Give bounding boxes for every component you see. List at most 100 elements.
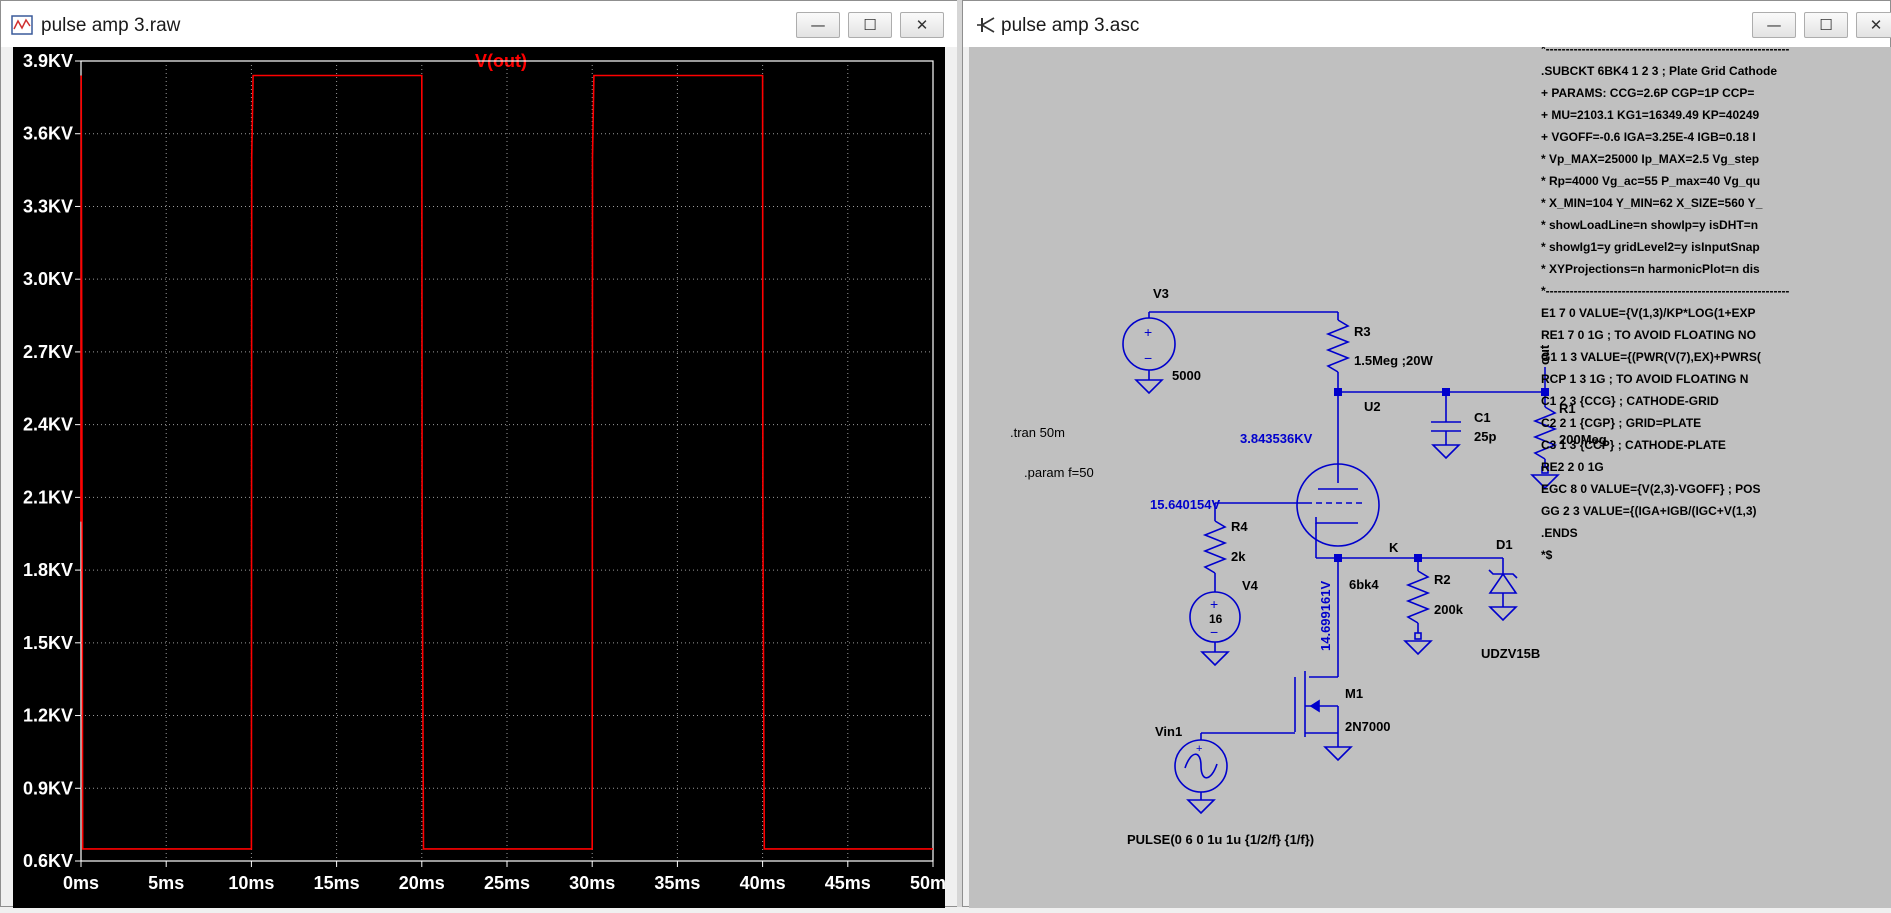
u2-label[interactable]: U2 xyxy=(1364,399,1381,414)
netlist-line[interactable]: C3 1 3 {CCP} ; CATHODE-PLATE xyxy=(1541,438,1726,452)
y-tick-label: 1.2KV xyxy=(23,706,73,726)
m1-arrow xyxy=(1309,699,1320,713)
netlist-line[interactable]: *---------------------------------------… xyxy=(1541,284,1789,298)
netlist-line[interactable]: * Vp_MAX=25000 Ip_MAX=2.5 Vg_step xyxy=(1541,152,1759,166)
r3-label[interactable]: R3 xyxy=(1354,324,1371,339)
v3-value[interactable]: 5000 xyxy=(1172,368,1201,383)
x-tick-label: 20ms xyxy=(399,873,445,893)
netlist-line[interactable]: E1 7 0 VALUE={V(1,3)/KP*LOG(1+EXP xyxy=(1541,306,1756,320)
netlist-line[interactable]: GG 2 3 VALUE={(IGA+IGB/(IGC+V(1,3) xyxy=(1541,504,1757,518)
pulse-source-spec[interactable]: PULSE(0 6 0 1u 1u {1/2/f} {1/f}) xyxy=(1127,832,1314,847)
netlist-line[interactable]: .SUBCKT 6BK4 1 2 3 ; Plate Grid Cathode xyxy=(1541,64,1777,78)
netlist-line[interactable]: * XYProjections=n harmonicPlot=n dis xyxy=(1541,262,1760,276)
y-tick-label: 1.8KV xyxy=(23,560,73,580)
r2-resistor-symbol[interactable] xyxy=(1405,570,1431,624)
c1-value[interactable]: 25p xyxy=(1474,429,1496,444)
x-tick-label: 10ms xyxy=(228,873,274,893)
ground-symbol xyxy=(1134,379,1164,395)
netlist-line[interactable]: * X_MIN=104 Y_MIN=62 X_SIZE=560 Y_ xyxy=(1541,196,1763,210)
schematic-app-icon xyxy=(977,17,995,33)
schematic-close-button[interactable]: ✕ xyxy=(1856,12,1891,38)
y-tick-label: 2.4KV xyxy=(23,415,73,435)
netlist-line[interactable]: .ENDS xyxy=(1541,526,1578,540)
schematic-minimize-button[interactable]: — xyxy=(1752,12,1796,38)
r4-label[interactable]: R4 xyxy=(1231,519,1248,534)
ground-symbol xyxy=(1431,444,1461,460)
d1-zener-symbol[interactable] xyxy=(1488,572,1518,594)
vin1-label[interactable]: Vin1 xyxy=(1155,724,1182,739)
netlist-line[interactable]: C2 2 1 {CGP} ; GRID=PLATE xyxy=(1541,416,1701,430)
waveform-app-icon xyxy=(11,15,33,35)
v3-label[interactable]: V3 xyxy=(1153,286,1169,301)
netlist-line[interactable]: RCP 1 3 1G ; TO AVOID FLOATING N xyxy=(1541,372,1748,386)
ground-symbol xyxy=(1530,474,1560,490)
v4-value[interactable]: 16 xyxy=(1209,612,1223,626)
plus-sign: + xyxy=(1196,743,1202,755)
r2-value[interactable]: 200k xyxy=(1434,602,1464,617)
y-tick-label: 3.0KV xyxy=(23,269,73,289)
m1-value[interactable]: 2N7000 xyxy=(1345,719,1391,734)
waveform-titlebar[interactable]: pulse amp 3.raw — ☐ ✕ xyxy=(1,1,957,47)
plate-voltage-readout: 3.843536KV xyxy=(1240,431,1313,446)
ground-symbol xyxy=(1186,799,1216,815)
y-tick-label: 3.9KV xyxy=(23,51,73,71)
subckt-netlist-text[interactable]: *---------------------------------------… xyxy=(1541,47,1789,562)
netlist-line[interactable]: G1 1 3 VALUE={(PWR(V(7),EX)+PWRS( xyxy=(1541,350,1761,364)
ground-symbol xyxy=(1323,746,1353,762)
r3-value[interactable]: 1.5Meg ;20W xyxy=(1354,353,1433,368)
netlist-line[interactable]: + PARAMS: CCG=2.6P CGP=1P CCP= xyxy=(1541,86,1754,100)
minus-sign: − xyxy=(1144,350,1152,366)
netlist-line[interactable]: + MU=2103.1 KG1=16349.49 KP=40249 xyxy=(1541,108,1759,122)
y-tick-label: 0.6KV xyxy=(23,851,73,871)
r1-resistor-symbol[interactable] xyxy=(1532,406,1558,460)
d1-label[interactable]: D1 xyxy=(1496,537,1513,552)
netlist-line[interactable]: C1 2 3 {CCG} ; CATHODE-GRID xyxy=(1541,394,1719,408)
m1-label[interactable]: M1 xyxy=(1345,686,1363,701)
junction-dot xyxy=(1414,554,1422,562)
r3-resistor-symbol[interactable] xyxy=(1325,319,1351,373)
r1-label[interactable]: R1 xyxy=(1559,401,1576,416)
y-tick-label: 2.1KV xyxy=(23,487,73,507)
tube-model-label[interactable]: 6bk4 xyxy=(1349,577,1379,592)
schematic-canvas[interactable]: + − + − + V3 5000 R3 1.5Meg ;20W U2 xyxy=(969,47,1891,908)
schematic-maximize-button[interactable]: ☐ xyxy=(1804,12,1848,38)
x-tick-label: 45ms xyxy=(825,873,871,893)
netlist-line[interactable]: EGC 8 0 VALUE={V(2,3)-VGOFF} ; POS xyxy=(1541,482,1761,496)
u2-tube-symbol[interactable] xyxy=(1296,463,1380,547)
k-net-label[interactable]: K xyxy=(1389,540,1399,555)
minimize-button[interactable]: — xyxy=(796,12,840,38)
maximize-button[interactable]: ☐ xyxy=(848,12,892,38)
out-net-label[interactable]: out xyxy=(1537,344,1552,365)
netlist-line[interactable]: * showLoadLine=n showIp=y isDHT=n xyxy=(1541,218,1758,232)
y-tick-label: 3.6KV xyxy=(23,124,73,144)
x-tick-label: 30ms xyxy=(569,873,615,893)
x-tick-label: 25ms xyxy=(484,873,530,893)
d1-value[interactable]: UDZV15B xyxy=(1481,646,1540,661)
series-line-vout[interactable] xyxy=(80,74,933,850)
close-button[interactable]: ✕ xyxy=(900,12,944,38)
netlist-line[interactable]: *---------------------------------------… xyxy=(1541,47,1789,56)
c1-label[interactable]: C1 xyxy=(1474,410,1491,425)
r4-resistor-symbol[interactable] xyxy=(1202,520,1228,574)
r2-label[interactable]: R2 xyxy=(1434,572,1451,587)
schematic-window: pulse amp 3.asc — ☐ ✕ xyxy=(962,0,1891,908)
plus-sign: + xyxy=(1210,596,1218,612)
r1-value[interactable]: 200Meg xyxy=(1559,432,1607,447)
schematic-titlebar[interactable]: pulse amp 3.asc — ☐ ✕ xyxy=(963,1,1891,47)
minus-sign: − xyxy=(1210,624,1218,640)
schematic-drawing[interactable]: + − + − + V3 5000 R3 1.5Meg ;20W U2 xyxy=(969,47,1891,908)
netlist-line[interactable]: * Rp=4000 Vg_ac=55 P_max=40 Vg_qu xyxy=(1541,174,1760,188)
netlist-line[interactable]: + VGOFF=-0.6 IGA=3.25E-4 IGB=0.18 I xyxy=(1541,130,1756,144)
plus-sign: + xyxy=(1144,324,1152,340)
r4-value[interactable]: 2k xyxy=(1231,549,1246,564)
tran-directive[interactable]: .tran 50m xyxy=(1010,425,1065,440)
param-directive[interactable]: .param f=50 xyxy=(1024,465,1094,480)
ground-symbol xyxy=(1488,606,1518,622)
netlist-line[interactable]: RE1 7 0 1G ; TO AVOID FLOATING NO xyxy=(1541,328,1756,342)
v4-label[interactable]: V4 xyxy=(1242,578,1259,593)
netlist-line[interactable]: *$ xyxy=(1541,548,1553,562)
netlist-line[interactable]: RE2 2 0 1G xyxy=(1541,460,1604,474)
netlist-line[interactable]: * showIg1=y gridLevel2=y isInputSnap xyxy=(1541,240,1760,254)
